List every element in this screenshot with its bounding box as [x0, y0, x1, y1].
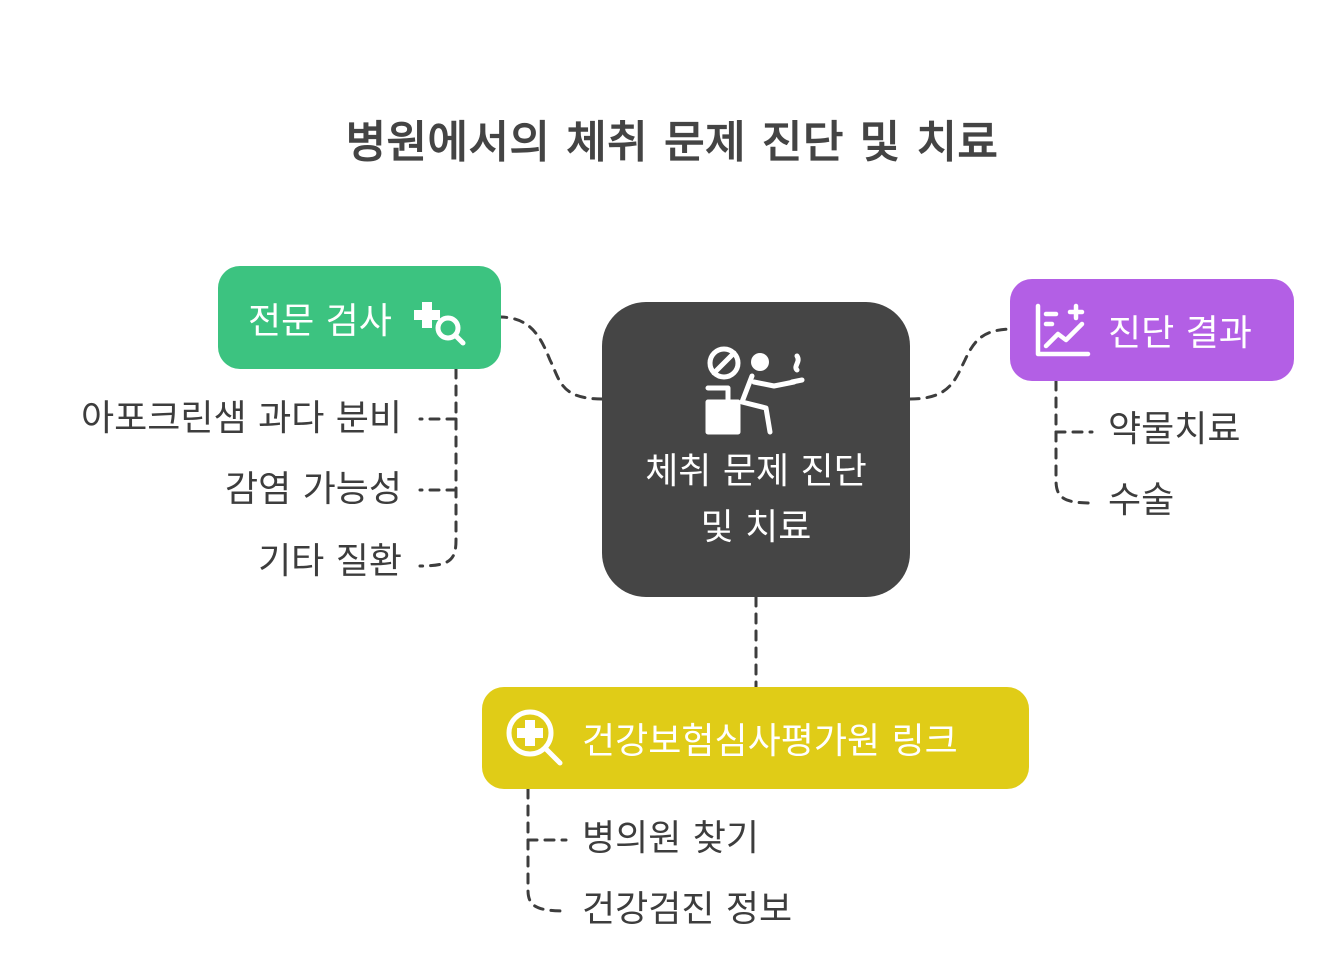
center-label: 체취 문제 진단 및 치료: [645, 451, 867, 548]
connector-exam-children: [418, 367, 458, 568]
person-smoking-no-smoking-icon: [704, 346, 808, 436]
node-link: 건강보험심사평가원 링크: [482, 687, 1029, 789]
link-child-health-checkup: 건강검진 정보: [582, 889, 793, 930]
result-child-surgery: 수술: [1108, 480, 1175, 521]
connector-center-result: [908, 327, 1012, 401]
connector-center-exam: [499, 315, 604, 401]
center-node: 체취 문제 진단 및 치료: [602, 302, 910, 597]
result-child-medication: 약물치료: [1108, 409, 1241, 450]
connector-link-children: [526, 787, 568, 913]
exam-child-other-disease: 기타 질환: [258, 541, 402, 582]
medical-plus-search-icon: [406, 288, 468, 348]
chart-plus-icon: [1032, 300, 1092, 360]
search-plus-icon: [504, 707, 566, 769]
exam-child-infection: 감염 가능성: [224, 469, 402, 510]
node-link-label: 건강보험심사평가원 링크: [582, 721, 958, 762]
link-child-find-clinic: 병의원 찾기: [582, 818, 760, 859]
connector-result-children: [1054, 379, 1094, 505]
node-exam-label: 전문 검사: [248, 300, 392, 342]
node-result: 진단 결과: [1010, 279, 1294, 381]
node-result-label: 진단 결과: [1108, 313, 1252, 354]
diagram-title: 병원에서의 체취 문제 진단 및 치료: [345, 117, 999, 168]
exam-child-apocrine: 아포크린샘 과다 분비: [81, 398, 402, 439]
node-exam: 전문 검사: [218, 266, 501, 369]
